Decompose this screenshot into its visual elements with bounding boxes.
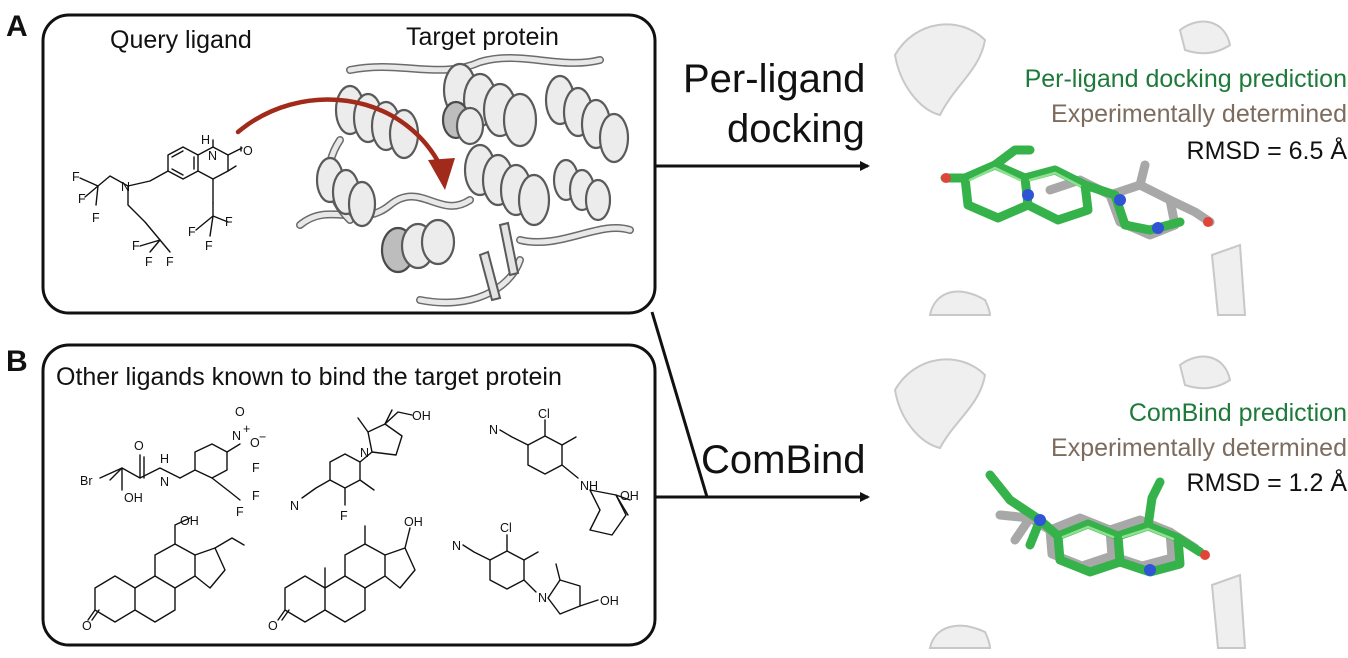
atom-n: N: [290, 499, 299, 513]
atom-nh: NH: [580, 479, 598, 493]
atom-o: O: [82, 619, 92, 633]
per-ligand-prediction-label: Per-ligand docking prediction: [1025, 65, 1347, 93]
atom-oh: OH: [620, 489, 639, 503]
target-protein-label: Target protein: [406, 23, 559, 51]
atom-f: F: [166, 255, 174, 269]
atom-cl: Cl: [538, 407, 550, 421]
experimental-label-top: Experimentally determined: [1051, 100, 1347, 128]
result-bottom-render: [893, 355, 1247, 649]
atom-n-amine: N: [121, 180, 130, 194]
atom-h: H: [201, 133, 210, 147]
query-ligand-structure: H N O N F F F F F F F F F: [72, 133, 253, 269]
atom-oh: OH: [124, 491, 143, 505]
atom-f: F: [340, 509, 348, 523]
atom-o: O: [268, 619, 278, 633]
query-ligand-label: Query ligand: [110, 26, 252, 54]
connector-lines: [650, 161, 870, 502]
combind-prediction-label: ComBind prediction: [1129, 399, 1347, 427]
panel-a-box: [41, 13, 657, 315]
rmsd-label-bottom: RMSD = 1.2 Å: [1187, 467, 1348, 497]
helix: [544, 74, 630, 164]
panel-letter-a: A: [6, 10, 28, 43]
prediction-pose-bottom: [985, 470, 1210, 577]
prediction-pose-top: [940, 145, 1213, 235]
atom-f: F: [188, 225, 196, 239]
helix: [463, 143, 551, 227]
atom-oh: OH: [180, 514, 199, 528]
helix: [380, 218, 456, 274]
atom-oh: OH: [412, 409, 431, 423]
atom-f: F: [252, 461, 260, 475]
panel-b-box: [41, 343, 657, 647]
result-top-render: [893, 20, 1247, 316]
atom-cl: Cl: [500, 521, 512, 535]
atom-f: F: [236, 505, 244, 519]
charge-minus: −: [259, 430, 266, 444]
helix: [552, 158, 612, 222]
atom-n-plus: N: [232, 429, 241, 443]
atom-o-minus: O: [250, 436, 260, 450]
binding-arrow: [235, 97, 455, 190]
atom-f: F: [72, 170, 80, 184]
known-ligand-6: N Cl N OH: [452, 521, 619, 615]
atom-n: N: [452, 539, 461, 553]
combind-label: ComBind: [701, 438, 866, 482]
beta-strand: [498, 221, 520, 277]
atom-oh: OH: [404, 515, 423, 529]
charge-plus: +: [243, 422, 250, 436]
atom-br: Br: [80, 474, 93, 488]
atom-n: N: [489, 423, 498, 437]
atom-f: F: [78, 192, 86, 206]
atom-n: N: [160, 475, 169, 489]
atom-f: F: [225, 215, 233, 229]
panel-letter-b: B: [6, 345, 28, 378]
rmsd-label-top: RMSD = 6.5 Å: [1187, 135, 1348, 165]
known-ligand-4: O OH: [82, 514, 245, 633]
atom-h: H: [160, 452, 169, 466]
panel-b-title: Other ligands known to bind the target p…: [56, 363, 562, 391]
atom-f: F: [92, 211, 100, 225]
atom-f: F: [205, 239, 213, 253]
atom-n-lactam: N: [208, 149, 217, 163]
per-ligand-docking-line1: Per-ligand: [683, 57, 865, 101]
per-ligand-docking-line2: docking: [727, 107, 865, 151]
atom-o: O: [235, 405, 245, 419]
beta-strand: [478, 250, 502, 302]
known-ligand-3: N Cl NH OH: [489, 407, 639, 536]
atom-f: F: [145, 255, 153, 269]
atom-n: N: [538, 591, 547, 605]
known-ligand-5: O OH: [268, 515, 423, 633]
target-protein-ribbon: [296, 54, 634, 307]
atom-o: O: [134, 439, 144, 453]
known-ligand-2: OH N N F: [290, 409, 431, 523]
known-ligand-1: Br OH O H N N + O O − F F F: [80, 405, 266, 519]
helix: [315, 156, 377, 228]
experimental-label-bottom: Experimentally determined: [1051, 434, 1347, 462]
atom-o: O: [243, 144, 253, 158]
atom-f: F: [132, 239, 140, 253]
atom-oh: OH: [600, 594, 619, 608]
atom-f: F: [252, 489, 260, 503]
helix: [441, 100, 485, 146]
atom-n: N: [360, 446, 369, 460]
